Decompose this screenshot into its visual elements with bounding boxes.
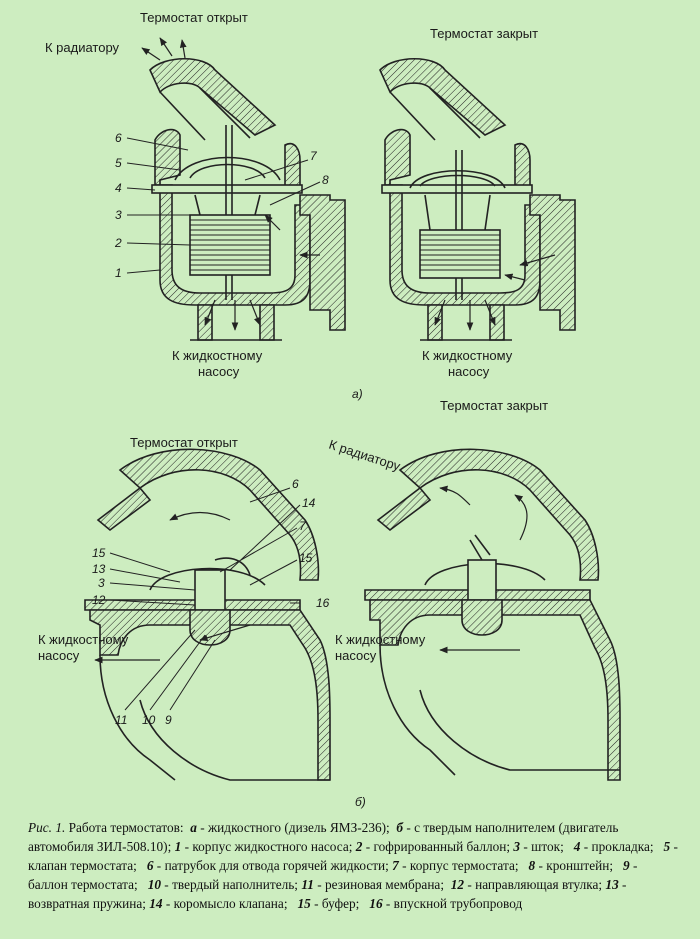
num-b-16: 16 bbox=[316, 596, 330, 610]
num-b-11: 11 bbox=[115, 713, 127, 727]
label-to-pump-a-2: насосу bbox=[198, 364, 240, 379]
thermostat-b-closed bbox=[364, 448, 621, 781]
label-to-pump-a-1: К жидкостному bbox=[172, 348, 263, 363]
label-a-closed: Термостат закрыт bbox=[430, 26, 538, 41]
label-to-pump-b-closed-2: насосу bbox=[335, 648, 377, 663]
label-to-pump-a-closed-1: К жидкостному bbox=[422, 348, 513, 363]
num-b-12: 12 bbox=[92, 593, 106, 607]
caption-fig-number: Рис. 1. bbox=[28, 820, 66, 835]
sublabel-a: а) bbox=[352, 387, 363, 401]
thermostat-a-open bbox=[126, 37, 346, 341]
label-b-open: Термостат открыт bbox=[130, 435, 238, 450]
caption-title: Работа термостатов: bbox=[68, 820, 184, 835]
outlet-pipe-a-open bbox=[149, 58, 277, 136]
num-b-14: 14 bbox=[302, 496, 316, 510]
num-b-15-right: 15 bbox=[299, 551, 313, 565]
label-to-pump-a-closed-2: насосу bbox=[448, 364, 490, 379]
label-a-open: Термостат открыт bbox=[140, 10, 248, 25]
thermostat-b-open bbox=[84, 448, 331, 781]
num-a-6: 6 bbox=[115, 131, 122, 145]
outlet-pipe-b-open bbox=[118, 448, 320, 581]
bracket-a-open bbox=[194, 194, 261, 216]
intake-manifold-b-open bbox=[89, 609, 331, 781]
label-to-pump-b-closed-1: К жидкостному bbox=[335, 632, 426, 647]
num-a-1: 1 bbox=[115, 266, 122, 280]
num-b-6: 6 bbox=[292, 477, 299, 491]
label-to-pump-b-1: К жидкостному bbox=[38, 632, 129, 647]
num-a-8: 8 bbox=[322, 173, 329, 187]
num-b-10: 10 bbox=[142, 713, 156, 727]
num-a-2: 2 bbox=[114, 236, 122, 250]
sublabel-b: б) bbox=[355, 795, 366, 809]
pump-housing-a-open bbox=[154, 128, 311, 306]
num-a-3: 3 bbox=[115, 208, 122, 222]
num-a-7: 7 bbox=[310, 149, 318, 163]
num-b-15-left: 15 bbox=[92, 546, 106, 560]
thermostat-cylinder-b-open bbox=[189, 609, 231, 646]
num-a-4: 4 bbox=[115, 181, 122, 195]
label-to-pump-b-2: насосу bbox=[38, 648, 80, 663]
figure-caption: Рис. 1. Работа термостатов: а - жидкостн… bbox=[28, 820, 678, 911]
side-inlet-a-open bbox=[299, 194, 346, 331]
label-to-radiator: К радиатору bbox=[45, 40, 120, 55]
bellows-a-open bbox=[189, 214, 271, 276]
num-b-3: 3 bbox=[98, 576, 105, 590]
num-b-7: 7 bbox=[299, 519, 307, 533]
num-a-5: 5 bbox=[115, 156, 122, 170]
label-b-closed: Термостат закрыт bbox=[440, 398, 548, 413]
label-to-radiator-b: К радиатору bbox=[327, 437, 403, 474]
thermostat-diagram: Термостат открыт Термостат закрыт К ради… bbox=[38, 10, 621, 809]
thermostat-a-closed bbox=[379, 58, 576, 341]
num-b-9: 9 bbox=[165, 713, 172, 727]
num-b-13: 13 bbox=[92, 562, 106, 576]
